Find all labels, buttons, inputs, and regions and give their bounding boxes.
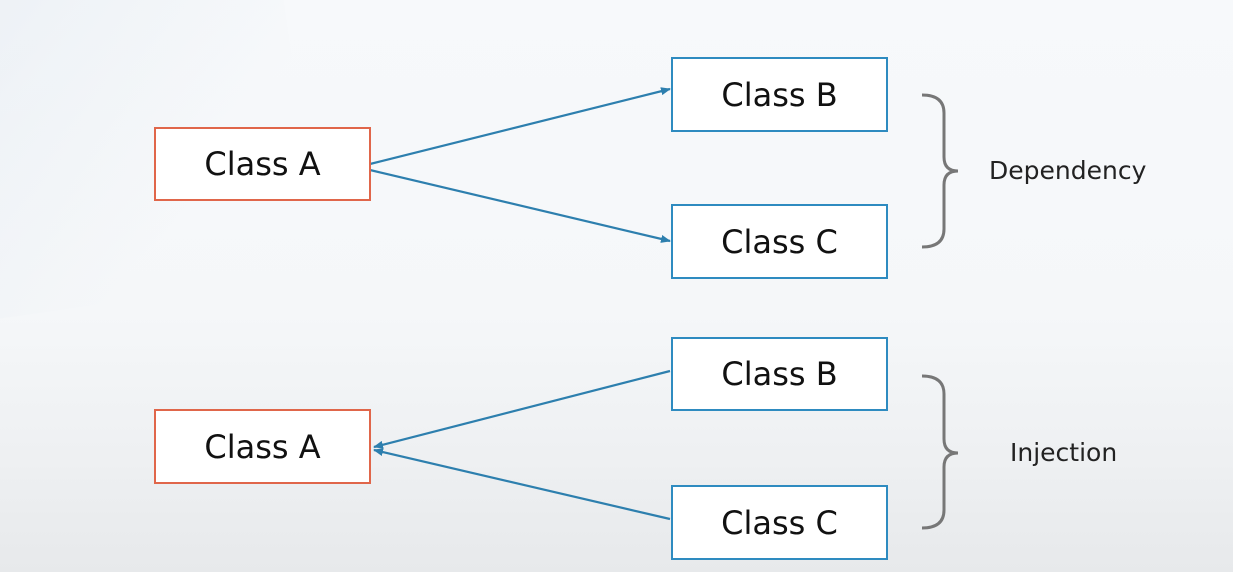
dependency-brace bbox=[921, 93, 959, 249]
injection-class-b-box: Class B bbox=[671, 337, 888, 411]
dependency-class-c-box: Class C bbox=[671, 204, 888, 279]
injection-class-b-label: Class B bbox=[721, 355, 838, 393]
dependency-label: Dependency bbox=[989, 156, 1147, 185]
arrow-b-to-a bbox=[373, 369, 671, 449]
dependency-class-b-label: Class B bbox=[721, 75, 838, 114]
dependency-class-c-label: Class C bbox=[721, 222, 838, 261]
injection-class-c-box: Class C bbox=[671, 485, 888, 560]
injection-class-a-box: Class A bbox=[154, 409, 371, 484]
injection-class-c-label: Class C bbox=[721, 503, 838, 542]
injection-class-a-label: Class A bbox=[204, 427, 321, 466]
arrow-a-to-b bbox=[369, 87, 671, 166]
arrow-c-to-a bbox=[373, 448, 671, 521]
dependency-class-a-label: Class A bbox=[204, 145, 321, 183]
dependency-class-b-box: Class B bbox=[671, 57, 888, 132]
arrow-a-to-c bbox=[369, 168, 671, 243]
injection-brace bbox=[921, 374, 959, 530]
injection-label: Injection bbox=[1010, 438, 1118, 467]
dependency-class-a-box: Class A bbox=[154, 127, 371, 201]
